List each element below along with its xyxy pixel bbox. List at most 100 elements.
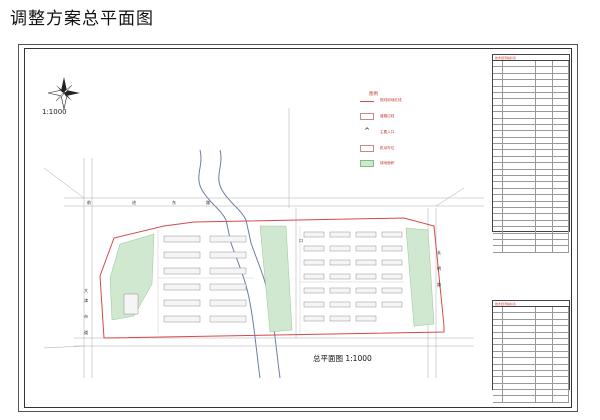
table-cell — [553, 67, 569, 73]
table-row — [493, 233, 569, 240]
legend-red-line-icon — [360, 101, 374, 102]
table-cell — [493, 169, 504, 175]
table-cell — [493, 227, 504, 233]
table-cell — [503, 390, 536, 396]
site-plan — [43, 77, 484, 379]
table-cell — [503, 396, 536, 402]
table-row — [493, 351, 569, 359]
table-cell — [553, 351, 569, 358]
table-cell — [553, 246, 569, 252]
table-cell — [536, 118, 554, 124]
table-cell — [503, 319, 536, 326]
table-cell — [493, 233, 504, 239]
table-cell — [553, 345, 569, 351]
table-row — [493, 377, 569, 384]
table-cell — [503, 118, 536, 124]
table-cell — [493, 383, 504, 390]
table-cell — [553, 176, 569, 182]
table-cell — [503, 124, 536, 131]
table-cell — [503, 73, 536, 80]
table-cell — [553, 214, 569, 220]
table-cell — [503, 86, 536, 92]
table-cell — [553, 326, 569, 332]
table-row — [493, 201, 569, 208]
table-cell — [493, 61, 504, 67]
table-cell — [493, 377, 504, 383]
table-body — [493, 307, 569, 403]
road-label: 市 — [84, 314, 88, 319]
table-cell — [503, 227, 536, 233]
table-cell — [536, 364, 554, 370]
table-cell — [503, 377, 536, 383]
table-cell — [503, 246, 536, 252]
scale-note: 1:1000 — [42, 108, 67, 116]
legend-item: 机动车位 — [380, 146, 395, 150]
table-row — [493, 358, 569, 365]
table-header: 技术经济指标表 — [493, 301, 569, 307]
table-cell — [493, 150, 504, 156]
table-cell — [536, 390, 554, 396]
table-cell — [493, 188, 504, 195]
table-row — [493, 86, 569, 93]
road-label: 路 — [437, 282, 441, 287]
table-cell — [503, 112, 536, 118]
table-cell — [503, 370, 536, 377]
table-row — [493, 61, 569, 68]
table-cell — [536, 227, 554, 233]
legend-item: 主要入口 — [380, 130, 395, 134]
indicator-table-bottom: 技术经济指标表 — [492, 300, 570, 403]
table-cell — [536, 163, 554, 169]
table-cell — [553, 156, 569, 163]
table-cell — [536, 144, 554, 150]
table-cell — [503, 332, 536, 338]
table-cell — [553, 358, 569, 364]
table-cell — [536, 377, 554, 383]
table-cell — [493, 239, 504, 246]
table-cell — [536, 169, 554, 175]
table-cell — [553, 169, 569, 175]
table-cell — [493, 156, 504, 163]
table-cell — [553, 150, 569, 156]
table-cell — [553, 396, 569, 402]
table-row — [493, 150, 569, 157]
table-cell — [536, 176, 554, 182]
table-cell — [536, 220, 554, 227]
table-cell — [536, 80, 554, 86]
table-cell — [553, 80, 569, 86]
table-row — [493, 195, 569, 202]
table-cell — [536, 358, 554, 364]
table-row — [493, 112, 569, 119]
table-cell — [536, 345, 554, 351]
table-cell — [536, 124, 554, 131]
table-cell — [493, 307, 504, 313]
table-row — [493, 396, 569, 403]
table-cell — [553, 163, 569, 169]
table-cell — [536, 246, 554, 252]
table-cell — [536, 233, 554, 239]
table-row — [493, 227, 569, 234]
table-cell — [493, 313, 504, 319]
table-cell — [503, 80, 536, 86]
table-cell — [553, 201, 569, 207]
table-cell — [493, 246, 504, 252]
table-cell — [553, 73, 569, 80]
table-cell — [503, 239, 536, 246]
table-cell — [493, 338, 504, 345]
table-row — [493, 137, 569, 145]
table-cell — [536, 99, 554, 105]
table-row — [493, 182, 569, 189]
legend-item: 规划用地红线 — [380, 98, 402, 102]
table-cell — [553, 307, 569, 313]
table-body — [493, 61, 569, 253]
table-cell — [503, 99, 536, 105]
road-label: 东 — [172, 200, 176, 205]
table-cell — [493, 112, 504, 118]
table-cell — [553, 338, 569, 345]
table-cell — [493, 182, 504, 188]
table-cell — [503, 176, 536, 182]
table-cell — [536, 239, 554, 246]
table-cell — [493, 326, 504, 332]
table-cell — [553, 390, 569, 396]
table-cell — [536, 313, 554, 319]
table-row — [493, 319, 569, 327]
